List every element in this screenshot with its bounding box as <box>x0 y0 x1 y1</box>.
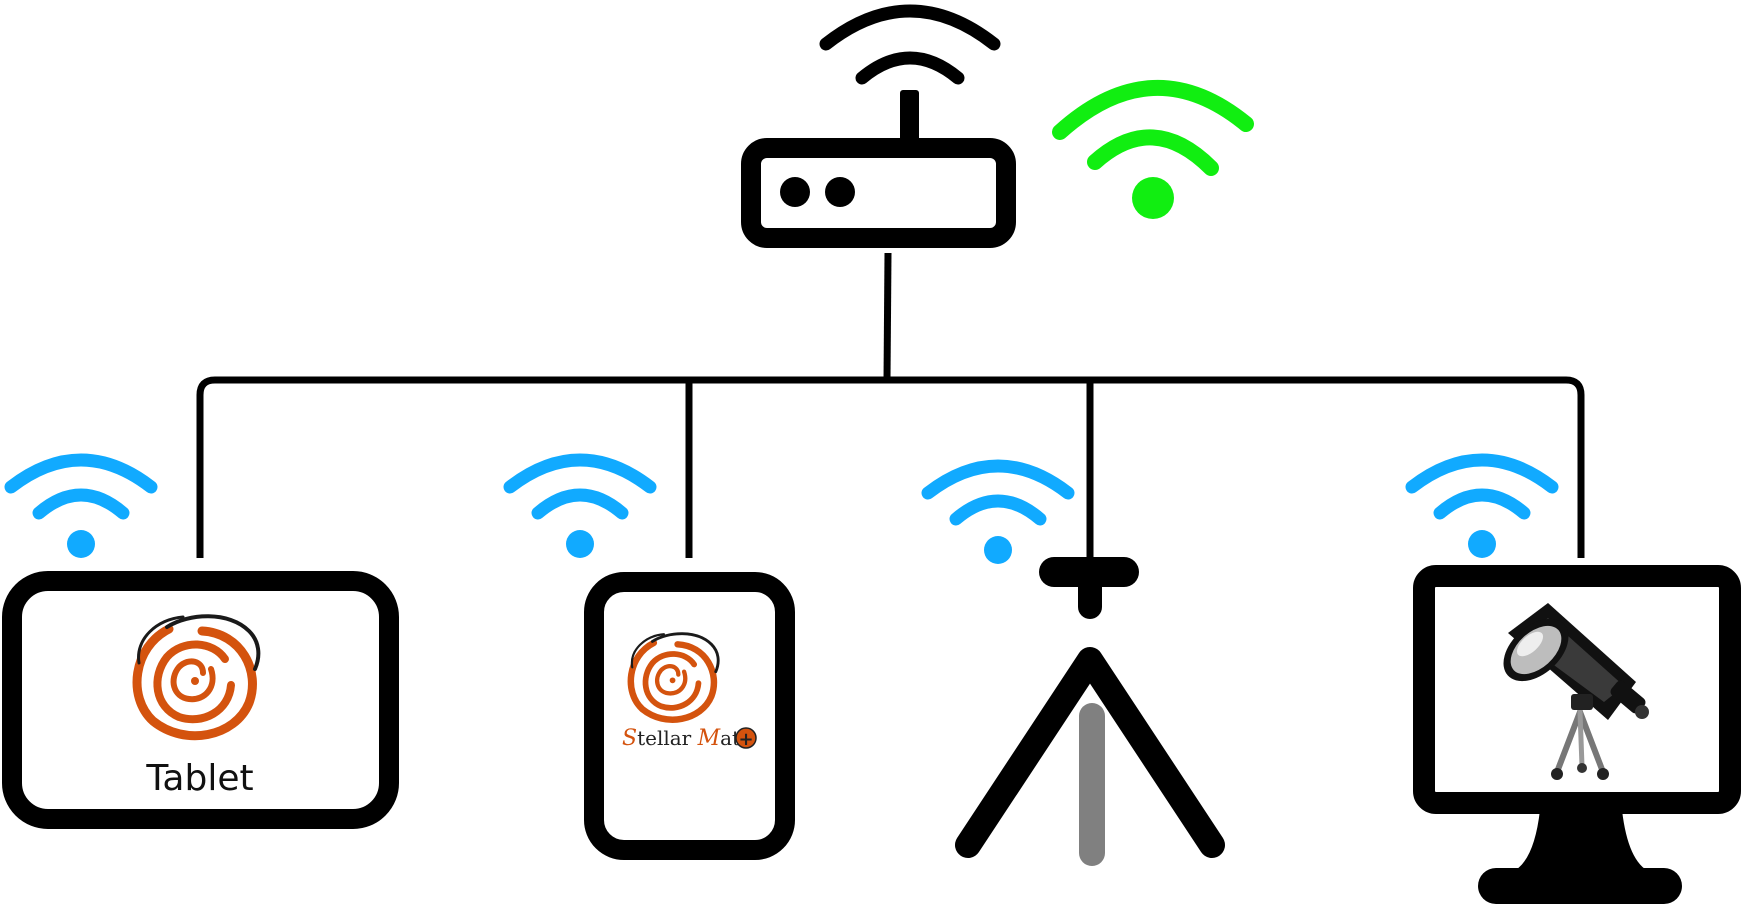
connection-lines <box>196 252 1585 565</box>
wifi-router-icon <box>741 4 1016 248</box>
tablet-label: Tablet <box>145 758 253 799</box>
stellarmate-wifi-icon <box>510 460 650 558</box>
pc-wifi-icon <box>1412 460 1552 558</box>
monitor-base <box>1478 868 1682 904</box>
router-body <box>741 138 1016 248</box>
router-antenna <box>900 90 919 142</box>
router-trunk-line <box>883 252 892 381</box>
desktop-monitor-icon <box>1413 565 1741 904</box>
stellarmate-label: Stellar Mate <box>622 726 752 751</box>
tablet-wifi-icon <box>11 460 151 558</box>
stellarmate-plus-label: + <box>738 729 753 750</box>
monitor-neck <box>1512 810 1650 872</box>
telescope-icon <box>1503 603 1649 780</box>
router-signal-inner-arc <box>855 51 965 85</box>
mount-wifi-icon <box>928 466 1068 564</box>
router-wifi-signal-icon <box>1052 80 1254 219</box>
stellarmate-plus-badge <box>735 727 757 749</box>
bus-line <box>196 376 1585 558</box>
tripod-outer-legs <box>955 647 1225 858</box>
tripod-mount-icon <box>955 557 1225 866</box>
tablet-device-icon: Tablet <box>2 571 399 829</box>
router-led-2 <box>825 177 855 207</box>
router-signal-outer-arc <box>819 4 1001 51</box>
router-led-1 <box>780 177 810 207</box>
stellarmate-device-icon: Stellar Mate + <box>584 572 795 860</box>
